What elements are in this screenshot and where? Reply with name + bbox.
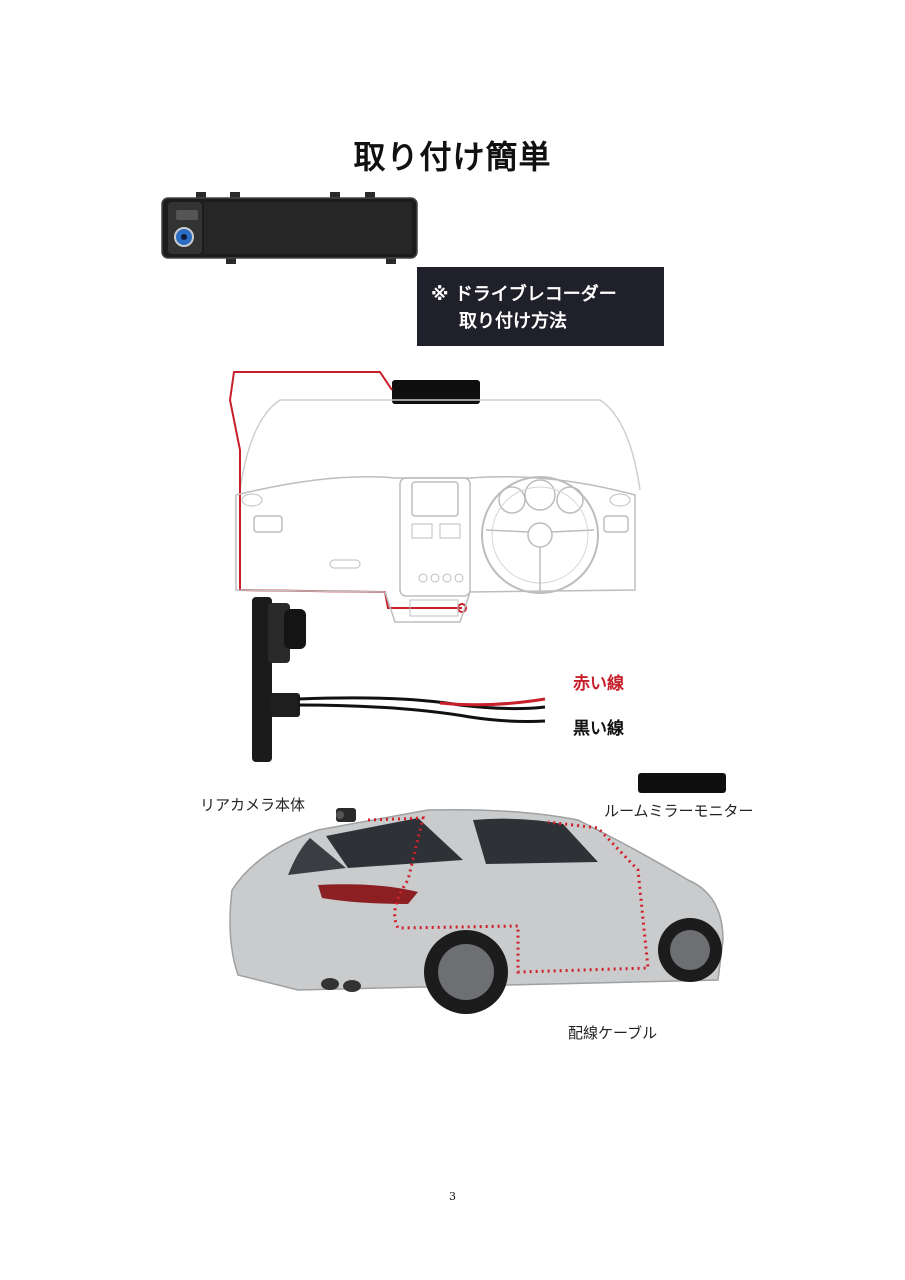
- black-wire-label: 黒い線: [573, 719, 624, 739]
- page-number: 3: [449, 1190, 456, 1203]
- mirror-monitor-label: ルームミラーモニター: [604, 802, 754, 820]
- car-image: [229, 808, 724, 1014]
- dashboard-diagram: [228, 371, 641, 623]
- mirror-monitor-image: [161, 192, 418, 264]
- mirror-side-wiring-image: [252, 597, 546, 762]
- red-wire-label: 赤い線: [573, 674, 624, 694]
- page-title: 取り付け簡単: [353, 138, 552, 176]
- mirror-monitor-small-image: [638, 773, 726, 793]
- wiring-cable-label: 配線ケーブル: [568, 1024, 658, 1042]
- note-line-2: 取り付け方法: [459, 311, 567, 332]
- note-line-1: ※ ドライブレコーダー: [431, 284, 617, 305]
- rear-camera-label: リアカメラ本体: [200, 796, 306, 814]
- installation-note: ※ ドライブレコーダー 取り付け方法: [417, 267, 664, 346]
